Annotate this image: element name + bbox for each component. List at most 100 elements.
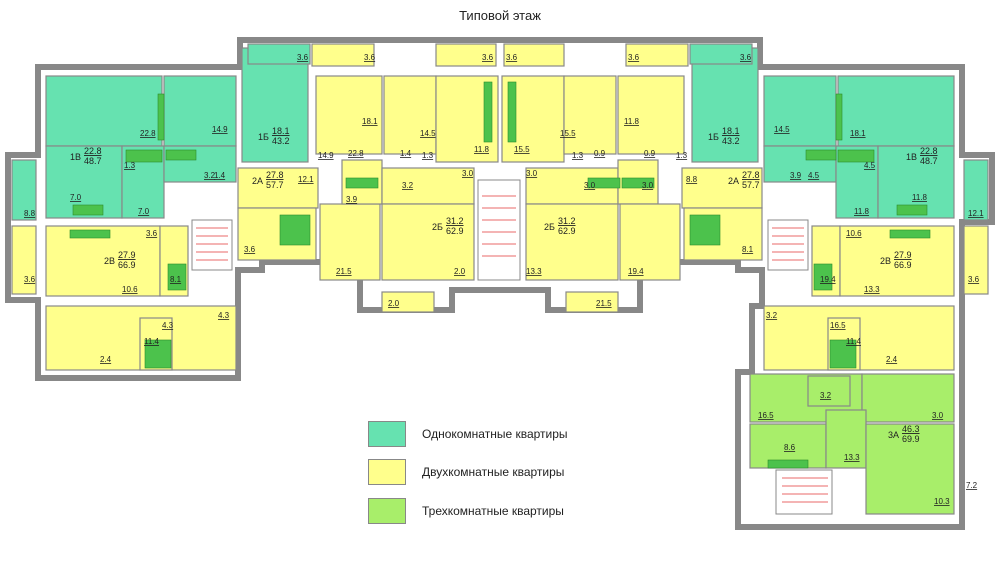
room-area: 8.1 (742, 245, 754, 254)
room-area: 3.6 (146, 229, 158, 238)
room-area: 10.6 (122, 285, 138, 294)
room-2a-right-bed (619, 203, 681, 281)
room-area: 11.8 (854, 207, 870, 216)
room-2a-right-hall (681, 167, 763, 209)
apartment-living-area: 18.1 (722, 126, 740, 136)
floor-title: Типовой этаж (459, 8, 541, 23)
bathroom-fixtures (69, 81, 931, 469)
room-area: 16.5 (830, 321, 846, 330)
room-2b-left-hall (381, 167, 475, 205)
apartment-type: 1Б (258, 132, 269, 142)
room-area: 3.6 (24, 275, 36, 284)
room-area: 8.1 (170, 275, 182, 284)
room-area: 14.5 (774, 125, 790, 134)
room-area: 16.5 (758, 411, 774, 420)
apartment-type: 2А (252, 176, 263, 186)
apartment-total-area: 62.9 (558, 226, 576, 236)
room-area: 8.8 (24, 209, 36, 218)
room-area: 3.6 (482, 53, 494, 62)
apartment-total-area: 57.7 (266, 180, 284, 190)
apartment-total-area: 69.9 (902, 434, 920, 444)
room-area: 3.6 (506, 53, 518, 62)
room-area: 0.9 (594, 149, 606, 158)
apartment-type: 1В (906, 152, 917, 162)
room-area: 3.0 (526, 169, 538, 178)
room-area: 4.5 (808, 171, 820, 180)
room-area: 3.6 (297, 53, 309, 62)
legend-item-two_room: Двухкомнатные квартиры (368, 459, 564, 485)
room-area: 4.3 (162, 321, 174, 330)
room-area: 7.0 (70, 193, 82, 202)
room-2b-right-balcony (565, 291, 619, 313)
room-3-6-top-l3 (435, 43, 497, 67)
room-area: 8.6 (784, 443, 796, 452)
stairwells (191, 179, 833, 515)
legend-swatch (368, 498, 406, 524)
apartment-total-area: 57.7 (742, 180, 760, 190)
room-area: 12.1 (298, 175, 314, 184)
stairwell-center (477, 179, 521, 281)
room-area: 1.3 (676, 151, 688, 160)
room-area: 11.4 (144, 337, 160, 346)
room-area: 3.6 (364, 53, 376, 62)
room-area: 3.2 (820, 391, 832, 400)
legend-label: Двухкомнатные квартиры (422, 465, 565, 479)
apartment-type: 3А (888, 430, 899, 440)
room-area: 21.5 (596, 299, 612, 308)
room-1b-right-kitchen (763, 75, 837, 147)
room-3-6-left-side (11, 159, 37, 221)
room-area: 10.6 (846, 229, 862, 238)
room-area: 3.9 (790, 171, 802, 180)
room-area: 3.0 (584, 181, 596, 190)
room-3-6-right-lower (963, 225, 989, 295)
apartment-total-area: 43.2 (272, 136, 290, 146)
room-area: 3.6 (628, 53, 640, 62)
apartment-total-area: 62.9 (446, 226, 464, 236)
room-area: 10.3 (934, 497, 950, 506)
apartment-living-area: 22.8 (920, 146, 938, 156)
room-area: 3.0 (462, 169, 474, 178)
room-area: 3.2 (204, 171, 216, 180)
room-area: 15.5 (560, 129, 576, 138)
room-2a-left-bed (319, 203, 381, 281)
room-area: 8.8 (686, 175, 698, 184)
room-3-6-top-r2 (625, 43, 689, 67)
legend-label: Трехкомнатные квартиры (422, 504, 564, 518)
room-area: 2.4 (100, 355, 112, 364)
room-area: 12.1 (968, 209, 984, 218)
apartment-labels: 1В22.848.71Б18.143.22А27.857.72Б31.262.9… (70, 126, 938, 444)
room-2b-left-balcony (381, 291, 435, 313)
apartment-living-area: 27.9 (118, 250, 136, 260)
room-3-6-top-l2 (311, 43, 375, 67)
apartment-living-area: 27.9 (894, 250, 912, 260)
stairwell-bottom (775, 469, 833, 515)
room-area: 1.3 (572, 151, 584, 160)
room-3a-living (861, 373, 955, 423)
room-area: 22.8 (348, 149, 364, 158)
room-area: 7.0 (138, 207, 150, 216)
room-area: 18.1 (850, 129, 866, 138)
room-2a-left-living (315, 75, 383, 155)
apartment-total-area: 66.9 (894, 260, 912, 270)
apartment-type: 2Б (544, 222, 555, 232)
apartment-type: 2В (880, 256, 891, 266)
apartment-type: 1В (70, 152, 81, 162)
room-3-6-top-l1 (247, 43, 311, 65)
room-3-6-top-r3 (503, 43, 565, 67)
apartment-total-area: 43.2 (722, 136, 740, 146)
room-2v-right-living (763, 305, 955, 371)
room-area: 3.2 (766, 311, 778, 320)
room-area: 1.4 (214, 171, 226, 180)
apartment-type: 2Б (432, 222, 443, 232)
room-area: 3.6 (968, 275, 980, 284)
room-area: 15.5 (514, 145, 530, 154)
room-area: 21.5 (336, 267, 352, 276)
